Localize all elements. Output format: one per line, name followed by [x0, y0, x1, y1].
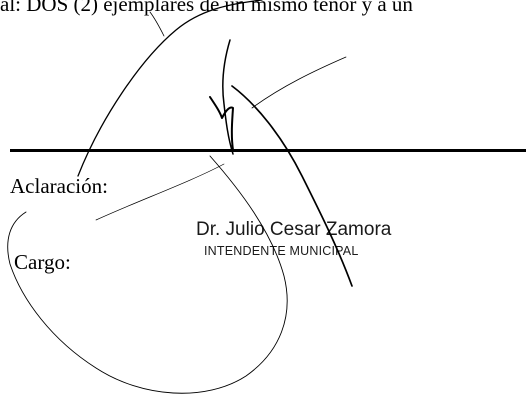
signature-stroke-diagonal [95, 163, 225, 221]
aclaracion-label: Aclaración: [10, 174, 108, 198]
document-text-line: al: DOS (2) ejemplares de un mismo tenor… [0, 0, 413, 16]
signature-line [10, 149, 526, 152]
cargo-label: Cargo: [14, 250, 71, 274]
signatory-name: Dr. Julio Cesar Zamora [196, 219, 392, 240]
signatory-title: INTENDENTE MUNICIPAL [204, 244, 359, 258]
signature-stroke-right [251, 56, 347, 109]
signature-stroke-vertical [222, 39, 234, 155]
signature-stroke-zigzag [209, 96, 234, 151]
